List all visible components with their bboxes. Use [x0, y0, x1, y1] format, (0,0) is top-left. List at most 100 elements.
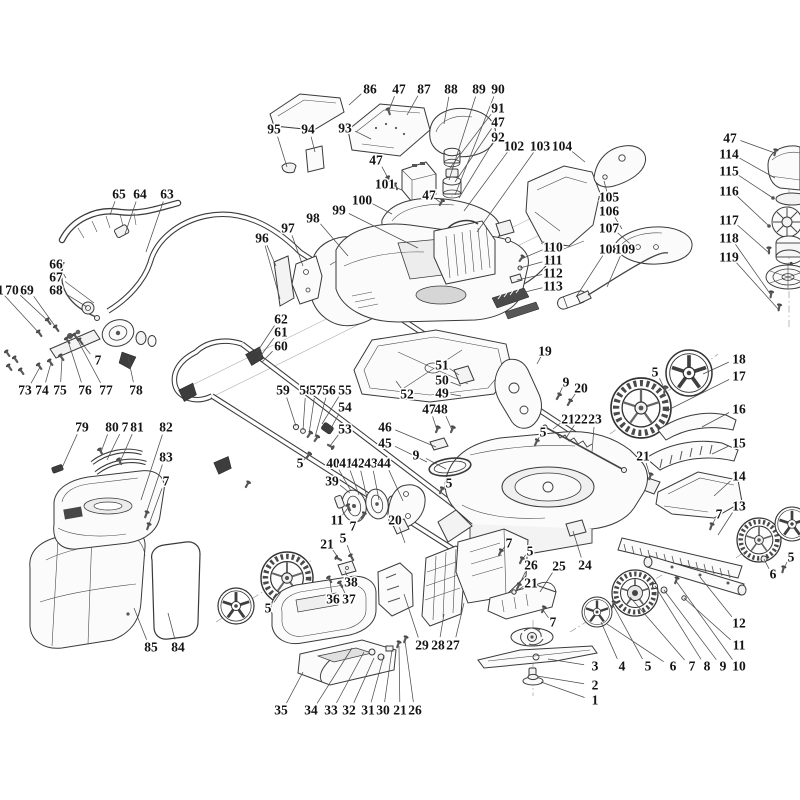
part-label-51: 51 — [435, 358, 449, 373]
part-label-29: 29 — [415, 638, 429, 653]
leader-line — [329, 434, 339, 447]
leader-line — [286, 671, 304, 704]
bag-frame-84 — [151, 541, 201, 640]
leader-line — [336, 651, 365, 704]
part-label-91: 91 — [491, 101, 505, 116]
part-label-8: 8 — [704, 659, 711, 674]
leader-line — [360, 470, 368, 499]
leader-line — [629, 596, 685, 661]
part-label-9: 9 — [413, 448, 420, 463]
part-label-95: 95 — [267, 122, 281, 137]
part-label-80: 80 — [105, 420, 119, 435]
leader-line — [449, 368, 460, 376]
deck-cover-assembly — [353, 329, 542, 429]
leader-line — [261, 350, 273, 363]
part-label-9: 9 — [720, 659, 727, 674]
part-label-98: 98 — [306, 211, 320, 226]
leader-line — [683, 597, 731, 641]
leader-line — [454, 96, 495, 196]
bracket-102 — [495, 219, 515, 237]
plug-32 — [368, 648, 376, 656]
part-label-5: 5 — [527, 544, 534, 559]
leader-line — [612, 604, 643, 660]
motor-assembly — [765, 145, 800, 290]
part-label-25: 25 — [552, 559, 566, 574]
part-label-102: 102 — [504, 139, 525, 154]
part-label-22: 22 — [574, 412, 588, 427]
leader-line — [346, 544, 353, 559]
part-label-9: 9 — [563, 375, 570, 390]
leader-line — [575, 255, 604, 298]
part-label-100: 100 — [352, 193, 373, 208]
leader-line — [310, 136, 316, 153]
leader-line — [258, 337, 275, 359]
leader-line — [552, 422, 562, 430]
leader-line — [606, 623, 664, 663]
bracket-20 — [391, 518, 410, 535]
leader-line — [782, 561, 788, 571]
leader-line — [443, 96, 450, 125]
leader-line — [65, 293, 88, 308]
leader-line — [127, 356, 134, 383]
grass-bag-assembly — [29, 448, 201, 649]
leader-line — [303, 454, 309, 461]
leader-line — [717, 512, 733, 536]
part-label-109: 109 — [615, 242, 636, 257]
part-label-41: 41 — [339, 456, 353, 471]
part-label-99: 99 — [332, 203, 346, 218]
leader-line — [614, 217, 623, 230]
leader-line — [738, 157, 776, 179]
leader-line — [399, 527, 406, 544]
part-label-43: 43 — [364, 456, 378, 471]
leader-line — [520, 249, 543, 260]
part-label-73: 73 — [18, 383, 32, 398]
part-label-34: 34 — [304, 703, 318, 718]
part-label-47: 47 — [491, 115, 505, 130]
cable-109 — [587, 252, 669, 296]
part-label-56: 56 — [322, 383, 336, 398]
rear-housing — [525, 165, 601, 247]
plate-39 — [334, 495, 345, 509]
part-label-108: 108 — [599, 242, 620, 257]
leader-line — [520, 554, 527, 562]
leader-line — [80, 341, 91, 355]
part-label-26: 26 — [408, 703, 422, 718]
leader-line — [60, 357, 63, 383]
part-label-38: 38 — [344, 575, 358, 590]
part-label-60: 60 — [274, 339, 288, 354]
leader-line — [109, 201, 116, 216]
leader-line — [286, 397, 297, 427]
leader-line — [119, 434, 133, 463]
part-label-42: 42 — [351, 456, 365, 471]
part-label-106: 106 — [599, 204, 620, 219]
part-label-81: 81 — [130, 420, 144, 435]
leader-line — [516, 274, 543, 281]
part-label-6: 6 — [770, 567, 777, 582]
part-label-1: 1 — [592, 693, 599, 708]
height-adjuster — [334, 484, 426, 576]
part-label-90: 90 — [491, 82, 505, 97]
part-label-93: 93 — [338, 121, 352, 136]
leader-line — [404, 640, 414, 703]
part-label-61: 61 — [274, 325, 288, 340]
leader-line — [133, 607, 147, 640]
part-label-87: 87 — [417, 82, 431, 97]
part-label-7: 7 — [550, 615, 557, 630]
leader-line — [499, 546, 506, 554]
rear-guard-parts — [617, 412, 747, 596]
part-label-63: 63 — [160, 187, 174, 202]
leader-line — [514, 585, 525, 593]
part-label-37: 37 — [342, 592, 356, 607]
leader-line — [339, 484, 351, 494]
leader-lines — [4, 93, 788, 704]
part-label-92: 92 — [491, 130, 505, 145]
part-label-4: 4 — [619, 659, 626, 674]
leader-line — [455, 602, 465, 638]
leader-line — [384, 649, 393, 703]
leader-line — [381, 166, 390, 181]
leader-line — [617, 232, 637, 250]
part-label-111: 111 — [544, 253, 563, 268]
rear-cover-14 — [655, 471, 743, 519]
leader-line — [320, 223, 349, 257]
leader-line — [349, 470, 360, 496]
